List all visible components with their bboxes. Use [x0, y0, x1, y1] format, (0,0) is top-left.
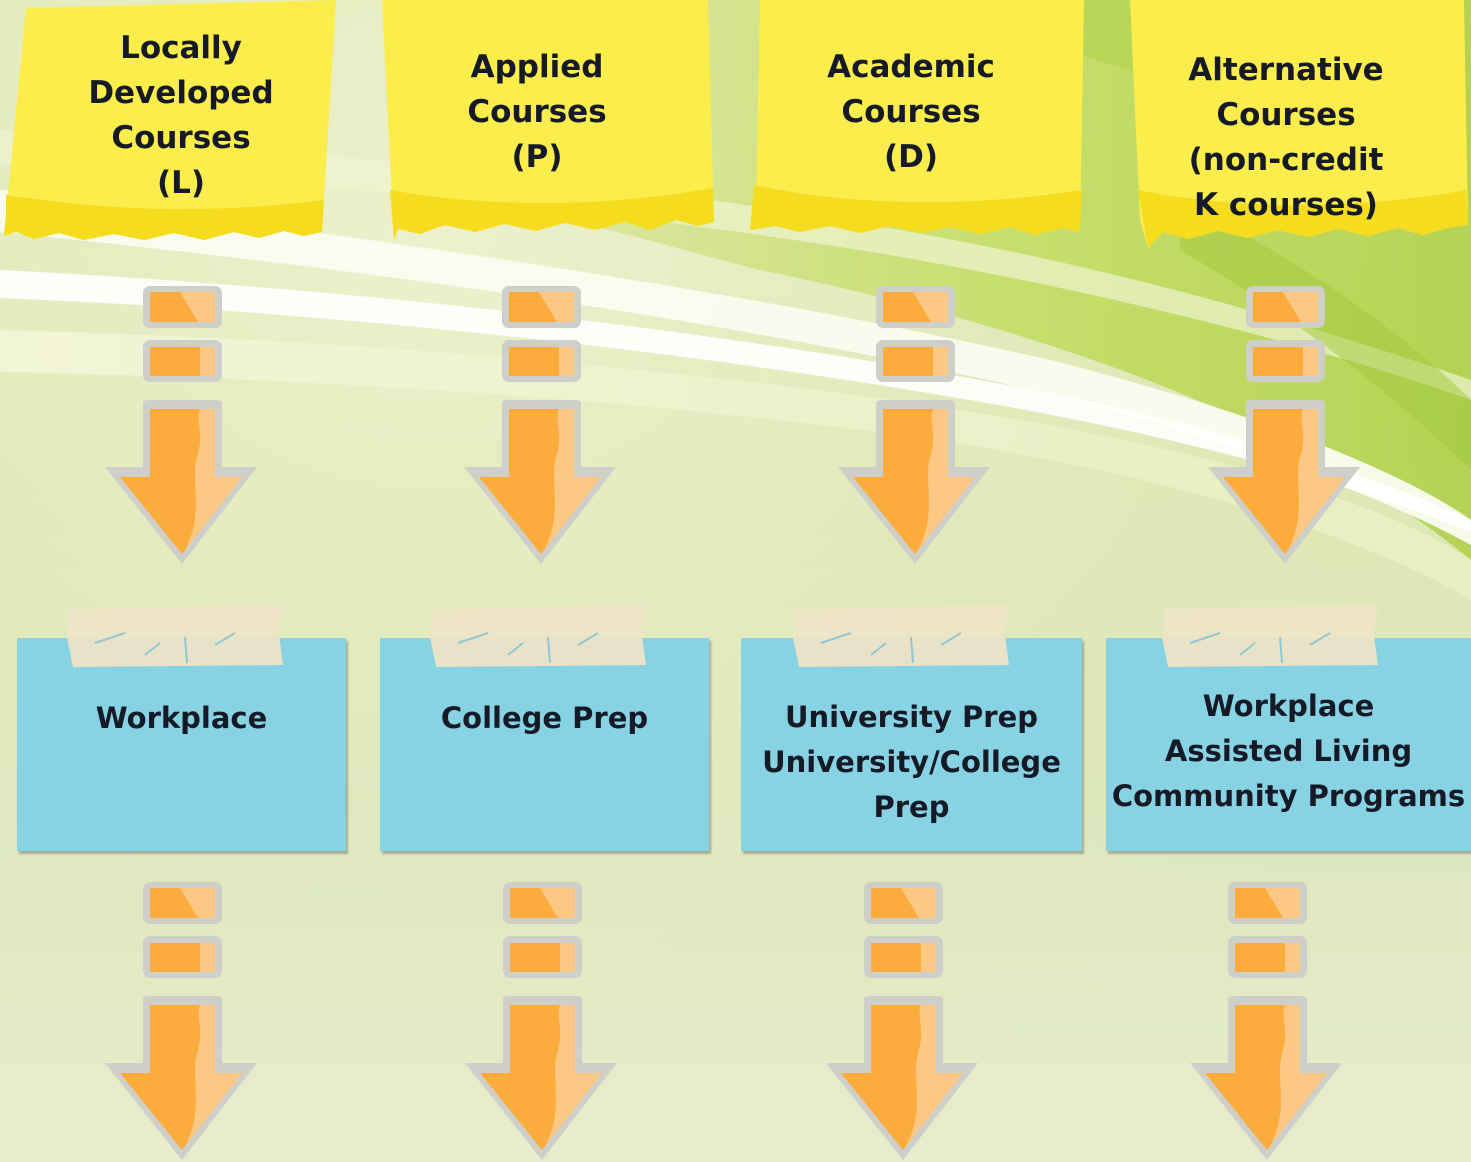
destination-label-applied: College Prep [440, 701, 649, 735]
course-label-alternative: Alternative Courses (non-credit K course… [1188, 52, 1384, 223]
tape-icon [67, 605, 283, 667]
destination-note-academic: University Prep University/College Prep [741, 638, 1082, 851]
course-note-academic: Academic Courses (D) [752, 0, 1070, 232]
course-label-locally-developed: Locally Developed Courses (L) [88, 30, 274, 201]
course-label-applied: Applied Courses (P) [467, 49, 607, 175]
destination-label-locally-developed: Workplace [95, 701, 268, 735]
arrow-down-icon [465, 882, 617, 1160]
destination-note-alternative: Workplace Assisted Living Community Prog… [1106, 638, 1471, 851]
sticky-note-icon [1130, 0, 1468, 248]
tape-icon [793, 605, 1009, 667]
course-note-locally-developed: Locally Developed Courses (L) [20, 0, 342, 232]
destination-label-alternative: Workplace Assisted Living Community Prog… [1111, 689, 1466, 813]
destination-note-locally-developed: Workplace [17, 638, 346, 851]
course-note-alternative: Alternative Courses (non-credit K course… [1132, 0, 1440, 232]
arrow-down-icon [838, 286, 990, 564]
arrow-down-icon [464, 286, 616, 564]
arrow-down-icon [105, 882, 257, 1160]
course-label-academic: Academic Courses (D) [827, 49, 995, 175]
destination-label-academic: University Prep University/College Prep [762, 700, 1061, 824]
arrow-down-icon [1190, 882, 1342, 1160]
sticky-note-icon [382, 0, 714, 240]
tape-icon [430, 605, 646, 667]
sticky-note-icon [750, 0, 1084, 235]
arrow-down-icon [1208, 286, 1360, 564]
tape-icon [1162, 605, 1378, 667]
destination-note-applied: College Prep [380, 638, 709, 851]
course-note-applied: Applied Courses (P) [382, 0, 692, 232]
sticky-note-icon [4, 0, 336, 240]
arrow-down-icon [105, 286, 257, 564]
arrow-down-icon [826, 882, 978, 1160]
